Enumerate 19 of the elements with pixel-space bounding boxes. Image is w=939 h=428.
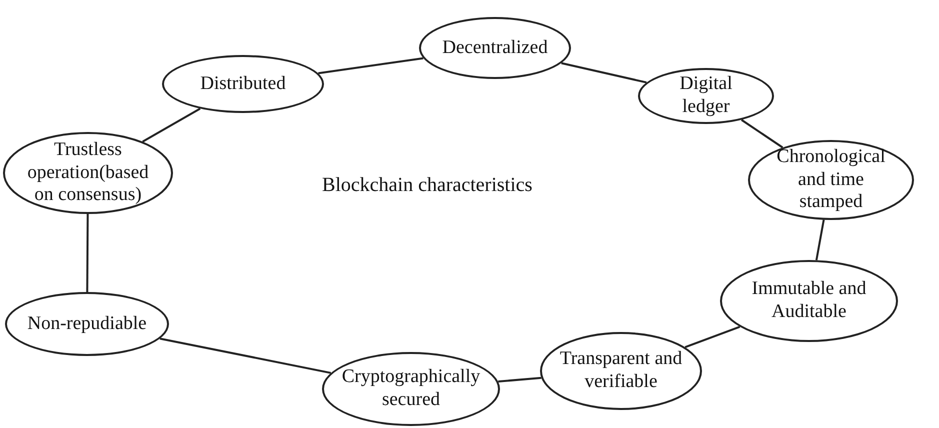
node-text: Digital ledger xyxy=(678,73,734,119)
node-text: Distributed xyxy=(199,72,287,96)
connector-line xyxy=(142,108,201,142)
center-title: Blockchain characteristics xyxy=(322,174,532,197)
connector-line xyxy=(86,214,89,292)
node-text: Cryptographically secured xyxy=(340,366,482,412)
connector-line xyxy=(740,119,784,148)
connector-line xyxy=(815,220,825,260)
node-text: Immutable and Auditable xyxy=(750,278,868,324)
connector-line xyxy=(160,338,332,374)
node-text: Trustless operation(based on consensus) xyxy=(26,138,150,208)
node-text: Transparent and verifiable xyxy=(558,348,684,394)
connector-line xyxy=(318,57,424,74)
connector-line xyxy=(684,326,740,348)
node-text: Non-repudiable xyxy=(26,312,148,336)
connector-line xyxy=(498,376,542,383)
node-text: Chronological and time stamped xyxy=(776,146,886,214)
node-text: Decentralized xyxy=(441,36,549,60)
connector-line xyxy=(561,62,647,84)
